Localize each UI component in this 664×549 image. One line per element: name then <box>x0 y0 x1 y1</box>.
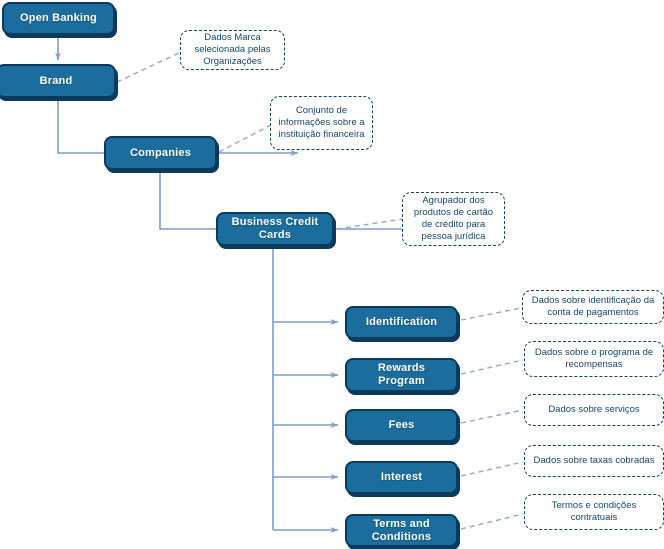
node-brand[interactable]: Brand <box>0 64 116 98</box>
callout-interest: Dados sobre taxas cobradas <box>524 445 664 477</box>
node-rewards-program-label: Rewards Program <box>377 362 426 387</box>
node-business-credit-cards[interactable]: Business Credit Cards <box>216 212 334 246</box>
node-business-credit-cards-label: Business Credit Cards <box>231 216 319 241</box>
node-interest[interactable]: Interest <box>345 461 458 494</box>
callout-companies-text: Conjunto de informações sobre a institui… <box>278 105 365 140</box>
leader-terms-and-conditions-callout <box>460 513 524 530</box>
node-identification[interactable]: Identification <box>345 306 458 339</box>
node-open-banking-label: Open Banking <box>20 12 97 25</box>
callout-rewards-program-text: Dados sobre o programa de recompensas <box>534 347 654 370</box>
node-terms-and-conditions[interactable]: Terms and Conditions <box>345 514 458 547</box>
callout-companies: Conjunto de informações sobre a institui… <box>270 96 373 150</box>
callout-terms-and-conditions: Termos e condições contratuais <box>524 494 664 530</box>
node-interest-label: Interest <box>380 471 423 484</box>
callout-identification-text: Dados sobre identificação da conta de pa… <box>531 295 655 318</box>
callout-identification: Dados sobre identificação da conta de pa… <box>522 290 664 324</box>
node-fees[interactable]: Fees <box>345 409 458 442</box>
callout-terms-and-conditions-text: Termos e condições contratuais <box>551 500 637 523</box>
callout-business-credit-cards-text: Agrupador dos produtos de cartão de créd… <box>413 195 494 242</box>
leader-rewards-program-callout <box>460 359 524 375</box>
callout-fees: Dados sobre serviços <box>524 394 664 426</box>
leader-companies-callout <box>218 124 272 153</box>
leader-interest-callout <box>460 461 524 477</box>
callout-rewards-program: Dados sobre o programa de recompensas <box>524 341 664 377</box>
callout-interest-text: Dados sobre taxas cobradas <box>533 455 655 467</box>
node-companies[interactable]: Companies <box>104 136 217 170</box>
leader-fees-callout <box>460 409 524 424</box>
callout-business-credit-cards: Agrupador dos produtos de cartão de créd… <box>402 192 505 246</box>
leader-identification-callout <box>460 307 522 321</box>
node-fees-label: Fees <box>388 419 415 432</box>
callout-brand: Dados Marca selecionada pelas Organizaçõ… <box>180 30 285 70</box>
node-companies-label: Companies <box>129 146 192 159</box>
callout-brand-text: Dados Marca selecionada pelas Organizaçõ… <box>194 32 271 67</box>
node-open-banking[interactable]: Open Banking <box>2 2 115 35</box>
leader-brand-callout <box>116 51 182 83</box>
leader-business-credit-cards-callout <box>336 218 404 230</box>
node-rewards-program[interactable]: Rewards Program <box>345 358 458 392</box>
node-terms-and-conditions-label: Terms and Conditions <box>371 517 432 543</box>
node-brand-label: Brand <box>39 74 73 87</box>
callout-fees-text: Dados sobre serviços <box>548 404 640 416</box>
node-identification-label: Identification <box>365 316 438 329</box>
